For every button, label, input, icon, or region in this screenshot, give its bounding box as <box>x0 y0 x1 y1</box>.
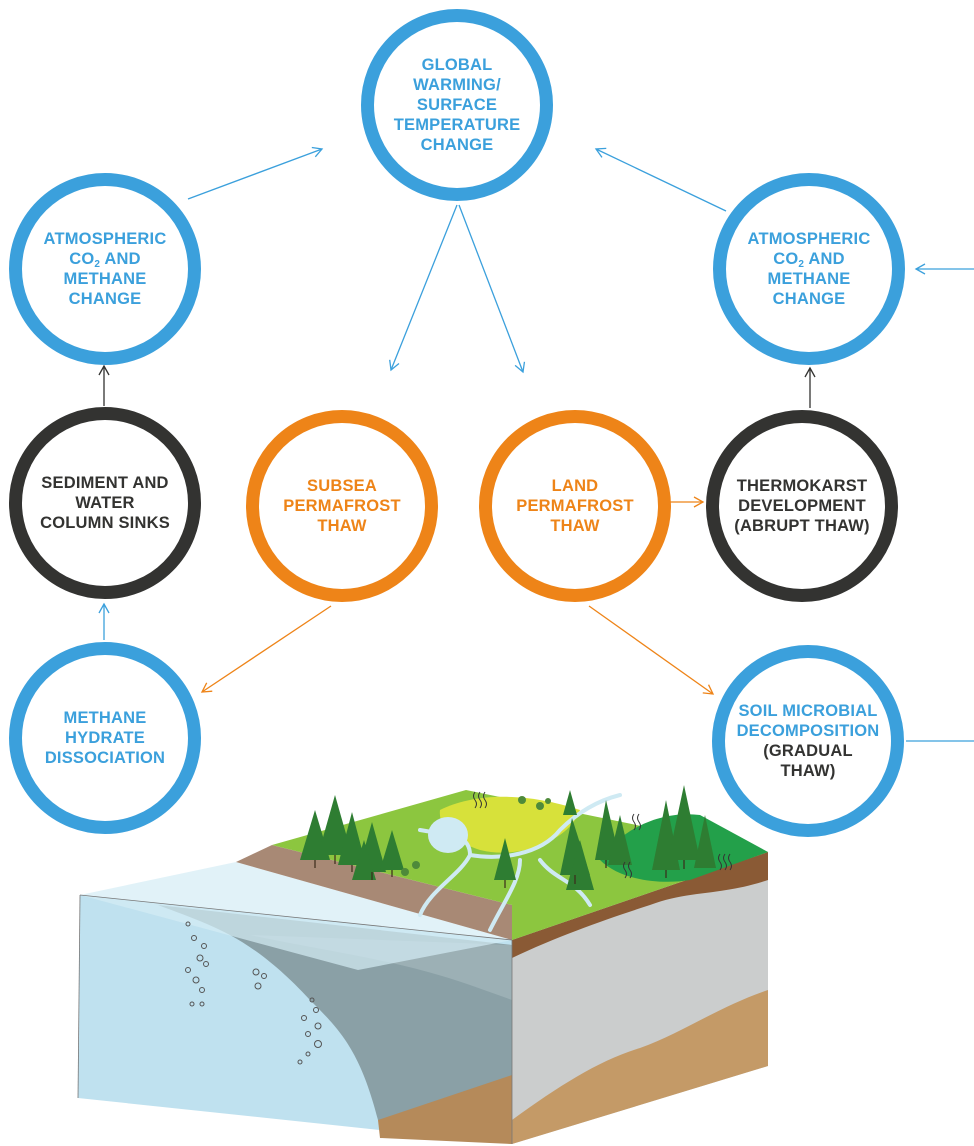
methane-wisps <box>473 791 732 879</box>
node-soil-microbial-label: SOIL MICROBIAL DECOMPOSITION (GRADUAL TH… <box>736 702 880 780</box>
water-top <box>80 862 512 970</box>
arrow-atmos-right-to-global <box>594 147 727 212</box>
node-atmospheric-left-label: ATMOSPHERIC CO2 AND METHANE CHANGE <box>43 230 167 308</box>
shrubs <box>401 796 551 876</box>
arrow-atmos-left-to-global <box>187 146 324 200</box>
node-subsea-label: SUBSEA PERMAFROST THAW <box>283 477 401 535</box>
node-land-label: LAND PERMAFROST THAW <box>516 477 634 535</box>
coastline-band <box>236 845 512 940</box>
arrow-global-to-subsea <box>389 204 458 372</box>
yellow-wetland-patch <box>439 796 580 853</box>
sediment-wedge <box>378 1075 512 1144</box>
arrow-subsea-to-hydrate <box>200 605 332 693</box>
node-sediment-label: SEDIMENT AND WATER COLUMN SINKS <box>40 474 170 532</box>
methane-bubbles <box>185 921 322 1065</box>
soil-layer-bottom <box>512 990 768 1144</box>
river <box>418 793 622 932</box>
block-outline <box>77 894 513 1144</box>
topsoil-layer <box>512 852 768 958</box>
arrow-global-to-land <box>458 204 526 374</box>
node-methane-hydrate-label: METHANE HYDRATE DISSOCIATION <box>44 709 166 767</box>
tree-trunks <box>314 855 685 888</box>
trees <box>300 785 716 890</box>
node-global-warming-label: GLOBAL WARMING/ SURFACE TEMPERATURE CHAN… <box>393 56 521 154</box>
node-thermokarst-label: THERMOKARST DEVELOPMENT (ABRUPT THAW) <box>734 477 870 535</box>
thaw-lake <box>428 817 468 853</box>
node-atmospheric-right-label: ATMOSPHERIC CO2 AND METHANE CHANGE <box>747 230 871 308</box>
arrow-land-to-soil <box>588 605 715 695</box>
